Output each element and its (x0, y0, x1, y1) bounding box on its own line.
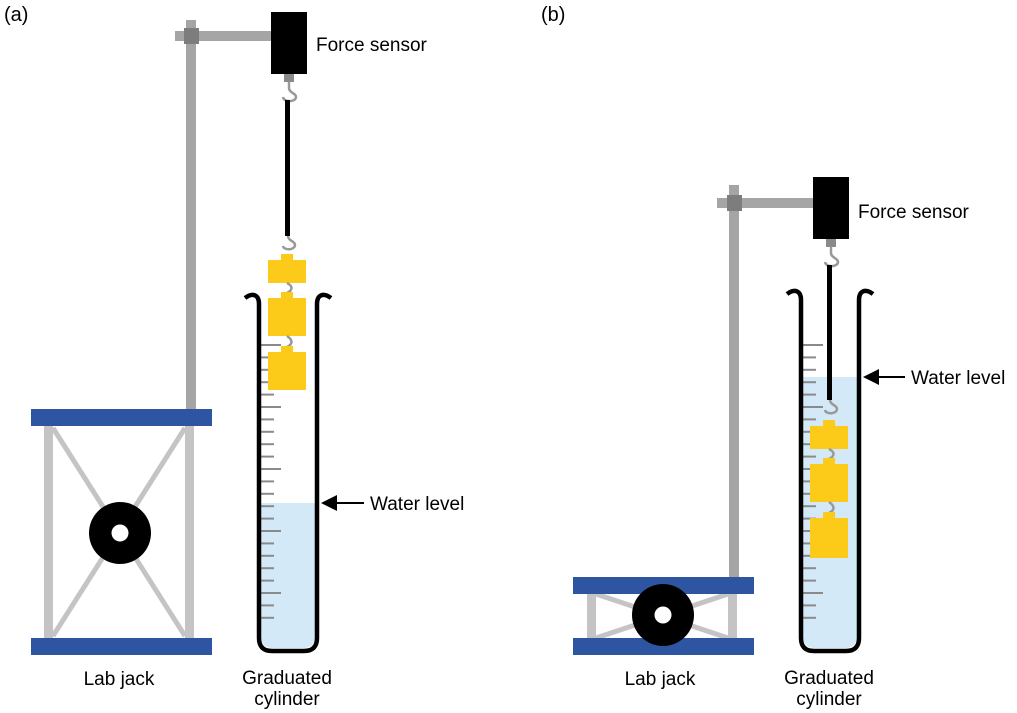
panel-a-label: (a) (4, 4, 28, 26)
lab-jack (573, 577, 754, 655)
sensor-hook (281, 82, 298, 103)
force-sensor-tip (826, 239, 836, 247)
lab-jack-label: Lab jack (625, 669, 696, 690)
panel-a: (a) Force sensor Lab jack (4, 4, 464, 710)
weight-link (286, 334, 293, 349)
cylinder-wall (243, 292, 333, 654)
stand-clamp (184, 28, 199, 44)
cylinder-label-line2: cylinder (254, 689, 320, 710)
jack-post-left (44, 421, 53, 641)
jack-post-left (587, 590, 596, 642)
water-level-arrowhead (321, 495, 337, 511)
string (285, 100, 290, 236)
weight-neck (823, 458, 835, 466)
weight (810, 518, 848, 558)
hanging-weights (268, 254, 306, 390)
lab-jack (31, 409, 212, 655)
cylinder-wall (785, 288, 875, 654)
graduated-cylinder (243, 292, 333, 654)
jack-top-plate (31, 409, 212, 426)
hanging-weights (810, 420, 848, 558)
cylinder-label-line2: cylinder (796, 689, 862, 710)
jack-post-right (728, 590, 737, 642)
weight-neck (281, 292, 293, 300)
water-level-label: Water level (370, 494, 464, 515)
water-level-label: Water level (911, 368, 1005, 389)
force-sensor (813, 177, 849, 239)
weight-neck (823, 420, 835, 428)
weight (268, 352, 306, 390)
stand-clamp (727, 195, 742, 211)
stand-rod (729, 185, 739, 580)
string (827, 265, 832, 400)
stand-rod (186, 20, 196, 412)
weight (810, 464, 848, 502)
jack-post-right (185, 421, 194, 641)
panel-b: (b) Force sensor Lab jack Graduated (541, 4, 1005, 710)
jack-knob-center (111, 524, 129, 542)
panel-b-label: (b) (541, 4, 565, 26)
weight (268, 260, 306, 283)
force-sensor-label: Force sensor (858, 202, 970, 223)
weight (810, 426, 848, 449)
force-sensor-label: Force sensor (316, 35, 428, 56)
weight-neck (823, 512, 835, 520)
weight-neck (281, 254, 293, 262)
water-level-arrowhead (863, 369, 879, 385)
jack-bottom-plate (31, 638, 212, 655)
weight (268, 298, 306, 336)
lab-jack-label: Lab jack (84, 669, 155, 690)
cylinder-label-line1: Graduated (784, 668, 874, 689)
stand-arm (175, 31, 275, 41)
string-hook (823, 399, 839, 415)
force-sensor-tip (284, 74, 294, 82)
weight-neck (281, 346, 293, 354)
sensor-hook (823, 247, 840, 268)
weight-link (286, 281, 293, 295)
stand-arm (717, 198, 817, 208)
cylinder-label-line1: Graduated (242, 668, 332, 689)
water (261, 503, 315, 648)
string-hook (281, 235, 297, 251)
jack-knob-center (654, 606, 672, 624)
graduation-ticks (261, 344, 281, 619)
jack-bottom-plate (573, 638, 754, 655)
force-sensor (271, 12, 307, 74)
